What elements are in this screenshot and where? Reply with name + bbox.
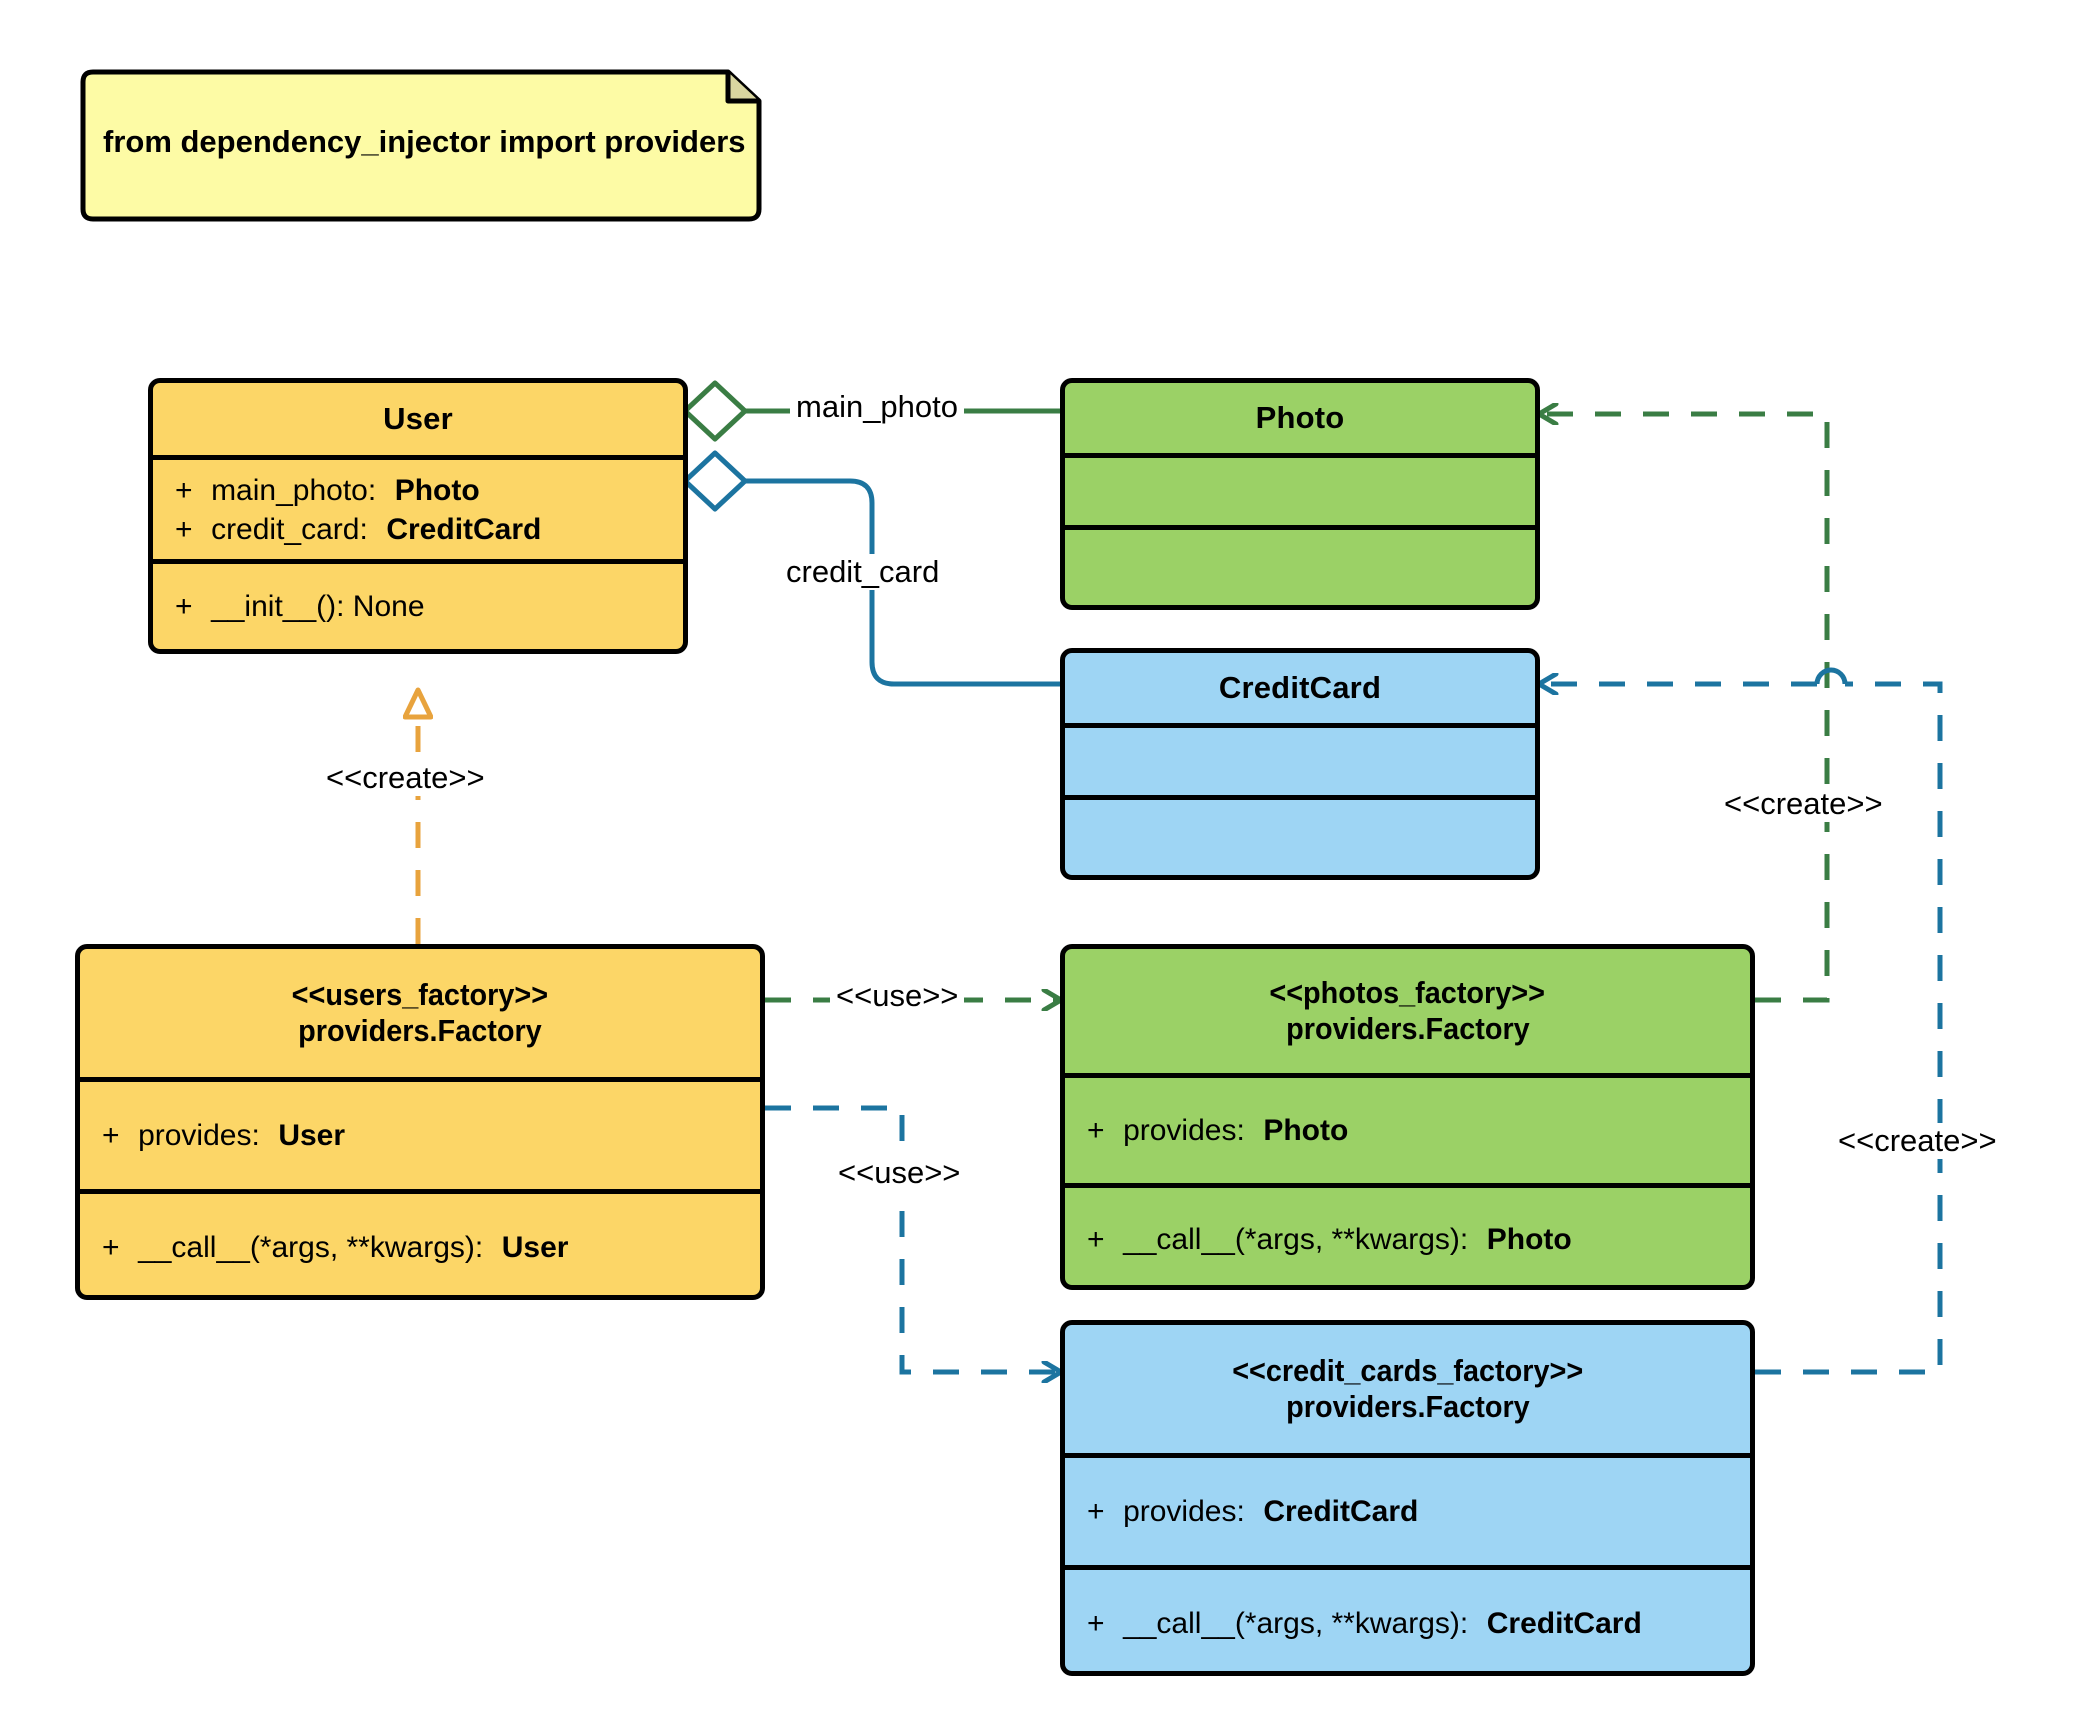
class-box-users-factory[interactable]: <<users_factory>> providers.Factory + pr… — [75, 944, 765, 1300]
class-title-users-factory: <<users_factory>> providers.Factory — [80, 949, 760, 1077]
note-text: from dependency_injector import provider… — [103, 124, 746, 159]
edge-label-main-photo: main_photo — [790, 389, 965, 425]
class-attributes-photos-factory: + provides: Photo — [1065, 1073, 1750, 1183]
method-row: + __call__(*args, **kwargs): CreditCard — [1087, 1606, 1642, 1640]
class-box-photo[interactable]: Photo — [1060, 378, 1540, 610]
aggregation-diamond-credit-card — [682, 450, 748, 512]
class-attributes-credit-card — [1065, 723, 1535, 795]
class-title-credit-cards-factory: <<credit_cards_factory>> providers.Facto… — [1065, 1325, 1750, 1453]
class-stereotype-users-factory: <<users_factory>> — [291, 977, 549, 1012]
class-box-credit-card[interactable]: CreditCard — [1060, 648, 1540, 880]
class-stereotype-credit-cards-factory: <<credit_cards_factory>> — [1232, 1353, 1583, 1388]
edge-label-create-credit-card: <<create>> — [1832, 1123, 2003, 1159]
edge-label-create-user: <<create>> — [320, 760, 491, 796]
class-box-credit-cards-factory[interactable]: <<credit_cards_factory>> providers.Facto… — [1060, 1320, 1755, 1676]
edge-label-create-photo: <<create>> — [1718, 786, 1889, 822]
class-box-user[interactable]: User + main_photo: Photo + credit_card: … — [148, 378, 688, 654]
note-import: from dependency_injector import provider… — [73, 68, 763, 223]
class-methods-users-factory: + __call__(*args, **kwargs): User — [80, 1189, 760, 1295]
edge-label-credit-card: credit_card — [780, 554, 946, 590]
class-stereotype-photos-factory: <<photos_factory>> — [1269, 975, 1546, 1010]
class-attributes-credit-cards-factory: + provides: CreditCard — [1065, 1453, 1750, 1565]
class-methods-user: + __init__(): None — [153, 559, 683, 649]
attribute-row: + main_photo: Photo — [175, 473, 480, 507]
class-box-photos-factory[interactable]: <<photos_factory>> providers.Factory + p… — [1060, 944, 1755, 1290]
class-title-user: User — [153, 383, 683, 455]
class-methods-photos-factory: + __call__(*args, **kwargs): Photo — [1065, 1183, 1750, 1285]
method-row: + __call__(*args, **kwargs): User — [102, 1230, 569, 1264]
method-row: + __call__(*args, **kwargs): Photo — [1087, 1222, 1572, 1256]
class-name-credit-cards-factory: providers.Factory — [1285, 1389, 1530, 1424]
class-title-credit-card: CreditCard — [1065, 653, 1535, 723]
class-name-credit-card: CreditCard — [1218, 670, 1382, 705]
attribute-row: + provides: User — [102, 1119, 346, 1152]
edge-use-credit-cards-factory — [765, 1105, 1060, 1372]
aggregation-diamond-main-photo — [682, 380, 748, 442]
note-folded-corner — [725, 72, 759, 104]
class-methods-credit-card — [1065, 795, 1535, 865]
class-name-photo: Photo — [1255, 400, 1345, 435]
class-name-users-factory: providers.Factory — [298, 1013, 542, 1048]
class-attributes-photo — [1065, 453, 1535, 525]
method-row: + __init__(): None — [175, 590, 425, 623]
attribute-row: + provides: CreditCard — [1087, 1495, 1419, 1528]
class-methods-credit-cards-factory: + __call__(*args, **kwargs): CreditCard — [1065, 1565, 1750, 1671]
edge-label-use-credit-cards-factory: <<use>> — [832, 1155, 967, 1191]
class-attributes-user: + main_photo: Photo + credit_card: Credi… — [153, 455, 683, 559]
class-name-photos-factory: providers.Factory — [1285, 1011, 1530, 1046]
edge-label-use-photos-factory: <<use>> — [830, 978, 965, 1014]
note-shape — [80, 69, 762, 222]
line-hop-arc — [1814, 667, 1848, 685]
attribute-row: + credit_card: CreditCard — [175, 512, 542, 546]
class-title-photos-factory: <<photos_factory>> providers.Factory — [1065, 949, 1750, 1073]
class-attributes-users-factory: + provides: User — [80, 1077, 760, 1189]
class-name-user: User — [383, 401, 453, 436]
class-methods-photo — [1065, 525, 1535, 595]
edge-create-credit-card — [1540, 667, 1943, 1375]
edge-create-photo — [1540, 414, 1830, 1003]
attribute-row: + provides: Photo — [1087, 1114, 1349, 1147]
class-title-photo: Photo — [1065, 383, 1535, 453]
